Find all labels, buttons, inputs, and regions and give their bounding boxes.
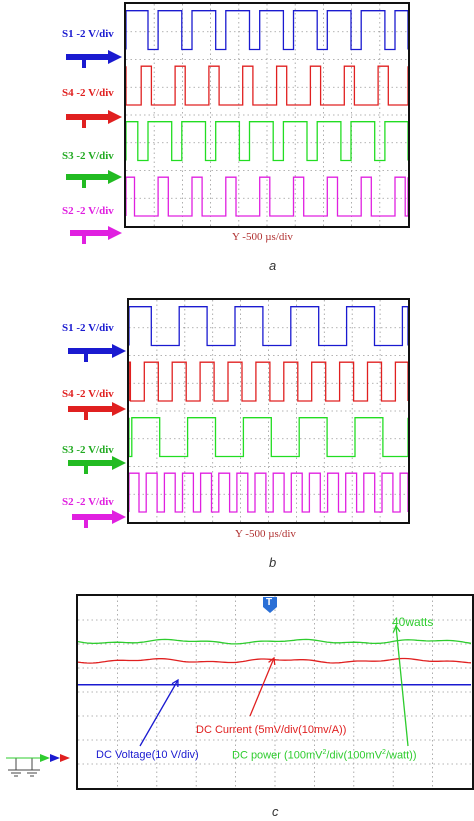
panel-b-s2-label: S2 -2 V/div	[62, 496, 114, 508]
scope-grid	[129, 300, 408, 522]
power-arrow	[392, 624, 409, 747]
s3-ground-marker-icon	[66, 170, 122, 188]
panel-c-plot	[78, 596, 472, 788]
series-s2-trace	[129, 472, 408, 513]
power-value-label: 40watts	[392, 615, 434, 629]
series-dc-power-trace	[78, 638, 472, 645]
panel-b-caption: b	[269, 555, 277, 570]
current-arrow	[249, 656, 276, 717]
dc-power-label: DC power (100mV2/div(100mV2/watt))	[232, 749, 417, 762]
s4-ground-marker-icon	[68, 402, 126, 420]
dc-power-label-sup-1: 2	[322, 749, 327, 756]
dc-power-label-sup-2: 2	[382, 749, 386, 756]
s2-ground-marker-icon	[70, 226, 122, 244]
dc-current-label: DC Current (5mV/div(10mv/A))	[196, 724, 347, 736]
voltage-arrow	[139, 678, 179, 747]
series-s4-trace	[129, 361, 408, 402]
dc-power-label-mid: /div(100mV	[326, 749, 383, 762]
panel-b-scope	[127, 298, 410, 524]
panel-b-time-div: Y -500 µs/div	[235, 528, 296, 540]
dc-voltage-label: DC Voltage(10 V/div)	[96, 749, 199, 761]
s1-ground-marker-icon	[68, 344, 126, 362]
s3-ground-marker-icon	[68, 456, 126, 474]
dc-power-label-pre: DC power (100mV	[232, 749, 323, 762]
panel-b-s3-label: S3 -2 V/div	[62, 444, 114, 456]
panel-a-s4-label: S4 -2 V/div	[62, 87, 114, 99]
trigger-marker-icon: T	[263, 597, 277, 613]
panel-a-time-div: Y -500 µs/div	[232, 231, 293, 243]
panel-a-plot	[126, 4, 408, 226]
s2-ground-marker-icon	[72, 510, 126, 528]
series-s3-trace	[126, 121, 408, 162]
panel-a-s1-label: S1 -2 V/div	[62, 28, 114, 40]
channel-arrow-icons	[40, 754, 70, 762]
s1-ground-marker-icon	[66, 50, 122, 68]
panel-b-s4-label: S4 -2 V/div	[62, 388, 114, 400]
panel-a-s3-label: S3 -2 V/div	[62, 150, 114, 162]
series-s1-trace	[129, 306, 408, 347]
dc-power-label-post: /watt))	[385, 749, 417, 762]
s4-ground-marker-icon	[66, 110, 122, 128]
panel-c-scope	[76, 594, 474, 790]
panel-a-channel-markers	[66, 50, 122, 244]
panel-a-scope	[124, 2, 410, 228]
panel-b-plot	[129, 300, 408, 522]
panel-b-s1-label: S1 -2 V/div	[62, 322, 114, 334]
ground-symbol-icon	[6, 757, 44, 777]
series-s4-trace	[126, 65, 408, 106]
series-s2-trace	[126, 176, 408, 217]
series-s1-trace	[126, 10, 408, 51]
series-s3-trace	[129, 417, 408, 458]
scope-grid	[78, 596, 472, 788]
panel-b-channel-markers	[68, 344, 126, 528]
trigger-marker-label: T	[266, 597, 273, 608]
panel-a-caption: a	[269, 258, 277, 273]
panel-c-ground-markers	[6, 754, 70, 777]
panel-a-s2-label: S2 -2 V/div	[62, 205, 114, 217]
panel-c-caption: c	[272, 804, 279, 819]
